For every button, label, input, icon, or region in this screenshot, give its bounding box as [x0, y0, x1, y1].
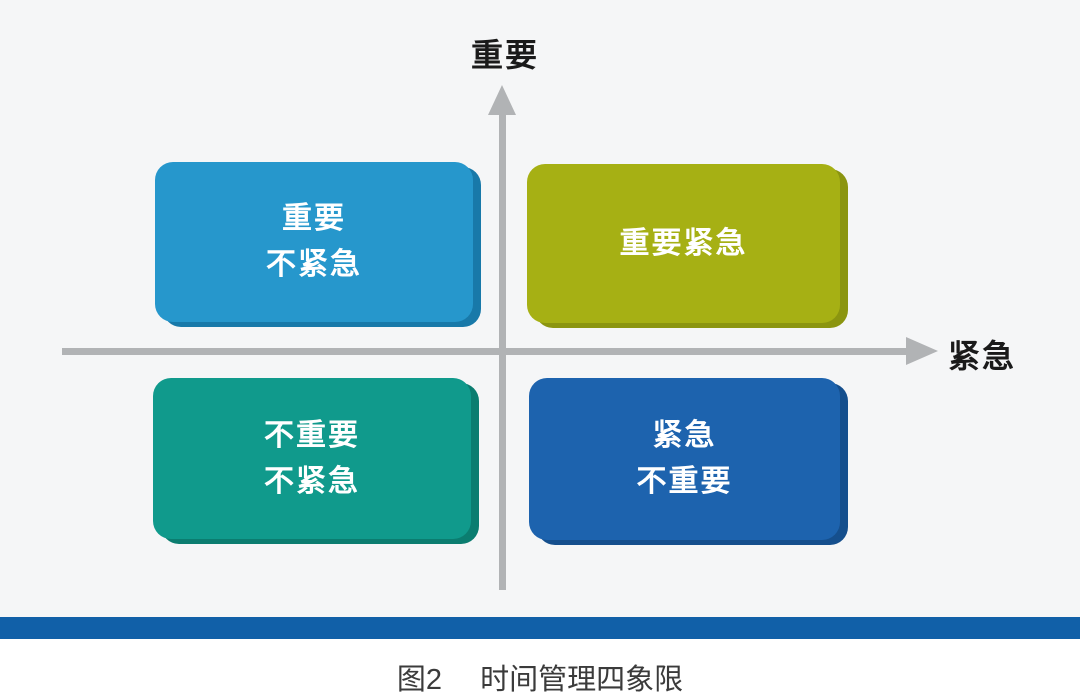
y-axis-label: 重要	[470, 37, 539, 73]
quadrant-important-urgent: 重要紧急	[527, 164, 840, 323]
quadrant-label-line: 不紧急	[264, 464, 360, 498]
right-arrow-icon	[906, 337, 938, 365]
x-axis-label: 紧急	[948, 338, 1017, 374]
figure-caption: 图2 时间管理四象限	[0, 656, 1080, 698]
figure-number: 图2	[396, 664, 443, 696]
quadrant-important-not-urgent: 重要 不紧急	[155, 162, 473, 322]
quadrant-not-important-not-urgent: 不重要 不紧急	[153, 378, 471, 539]
horizontal-axis-line	[62, 348, 908, 355]
quadrant-label-line: 不重要	[264, 418, 360, 452]
quadrant-label-line: 紧急	[652, 419, 717, 452]
up-arrow-icon	[488, 85, 516, 115]
quadrant-label-line: 重要	[282, 202, 346, 235]
quadrant-label-line: 不重要	[636, 465, 733, 498]
divider-bar	[0, 617, 1080, 639]
quadrant-urgent-not-important: 紧急 不重要	[529, 378, 840, 540]
quadrant-label-line: 重要紧急	[619, 226, 748, 260]
figure-title: 时间管理四象限	[480, 664, 684, 696]
quadrant-label-line: 不紧急	[266, 248, 362, 281]
